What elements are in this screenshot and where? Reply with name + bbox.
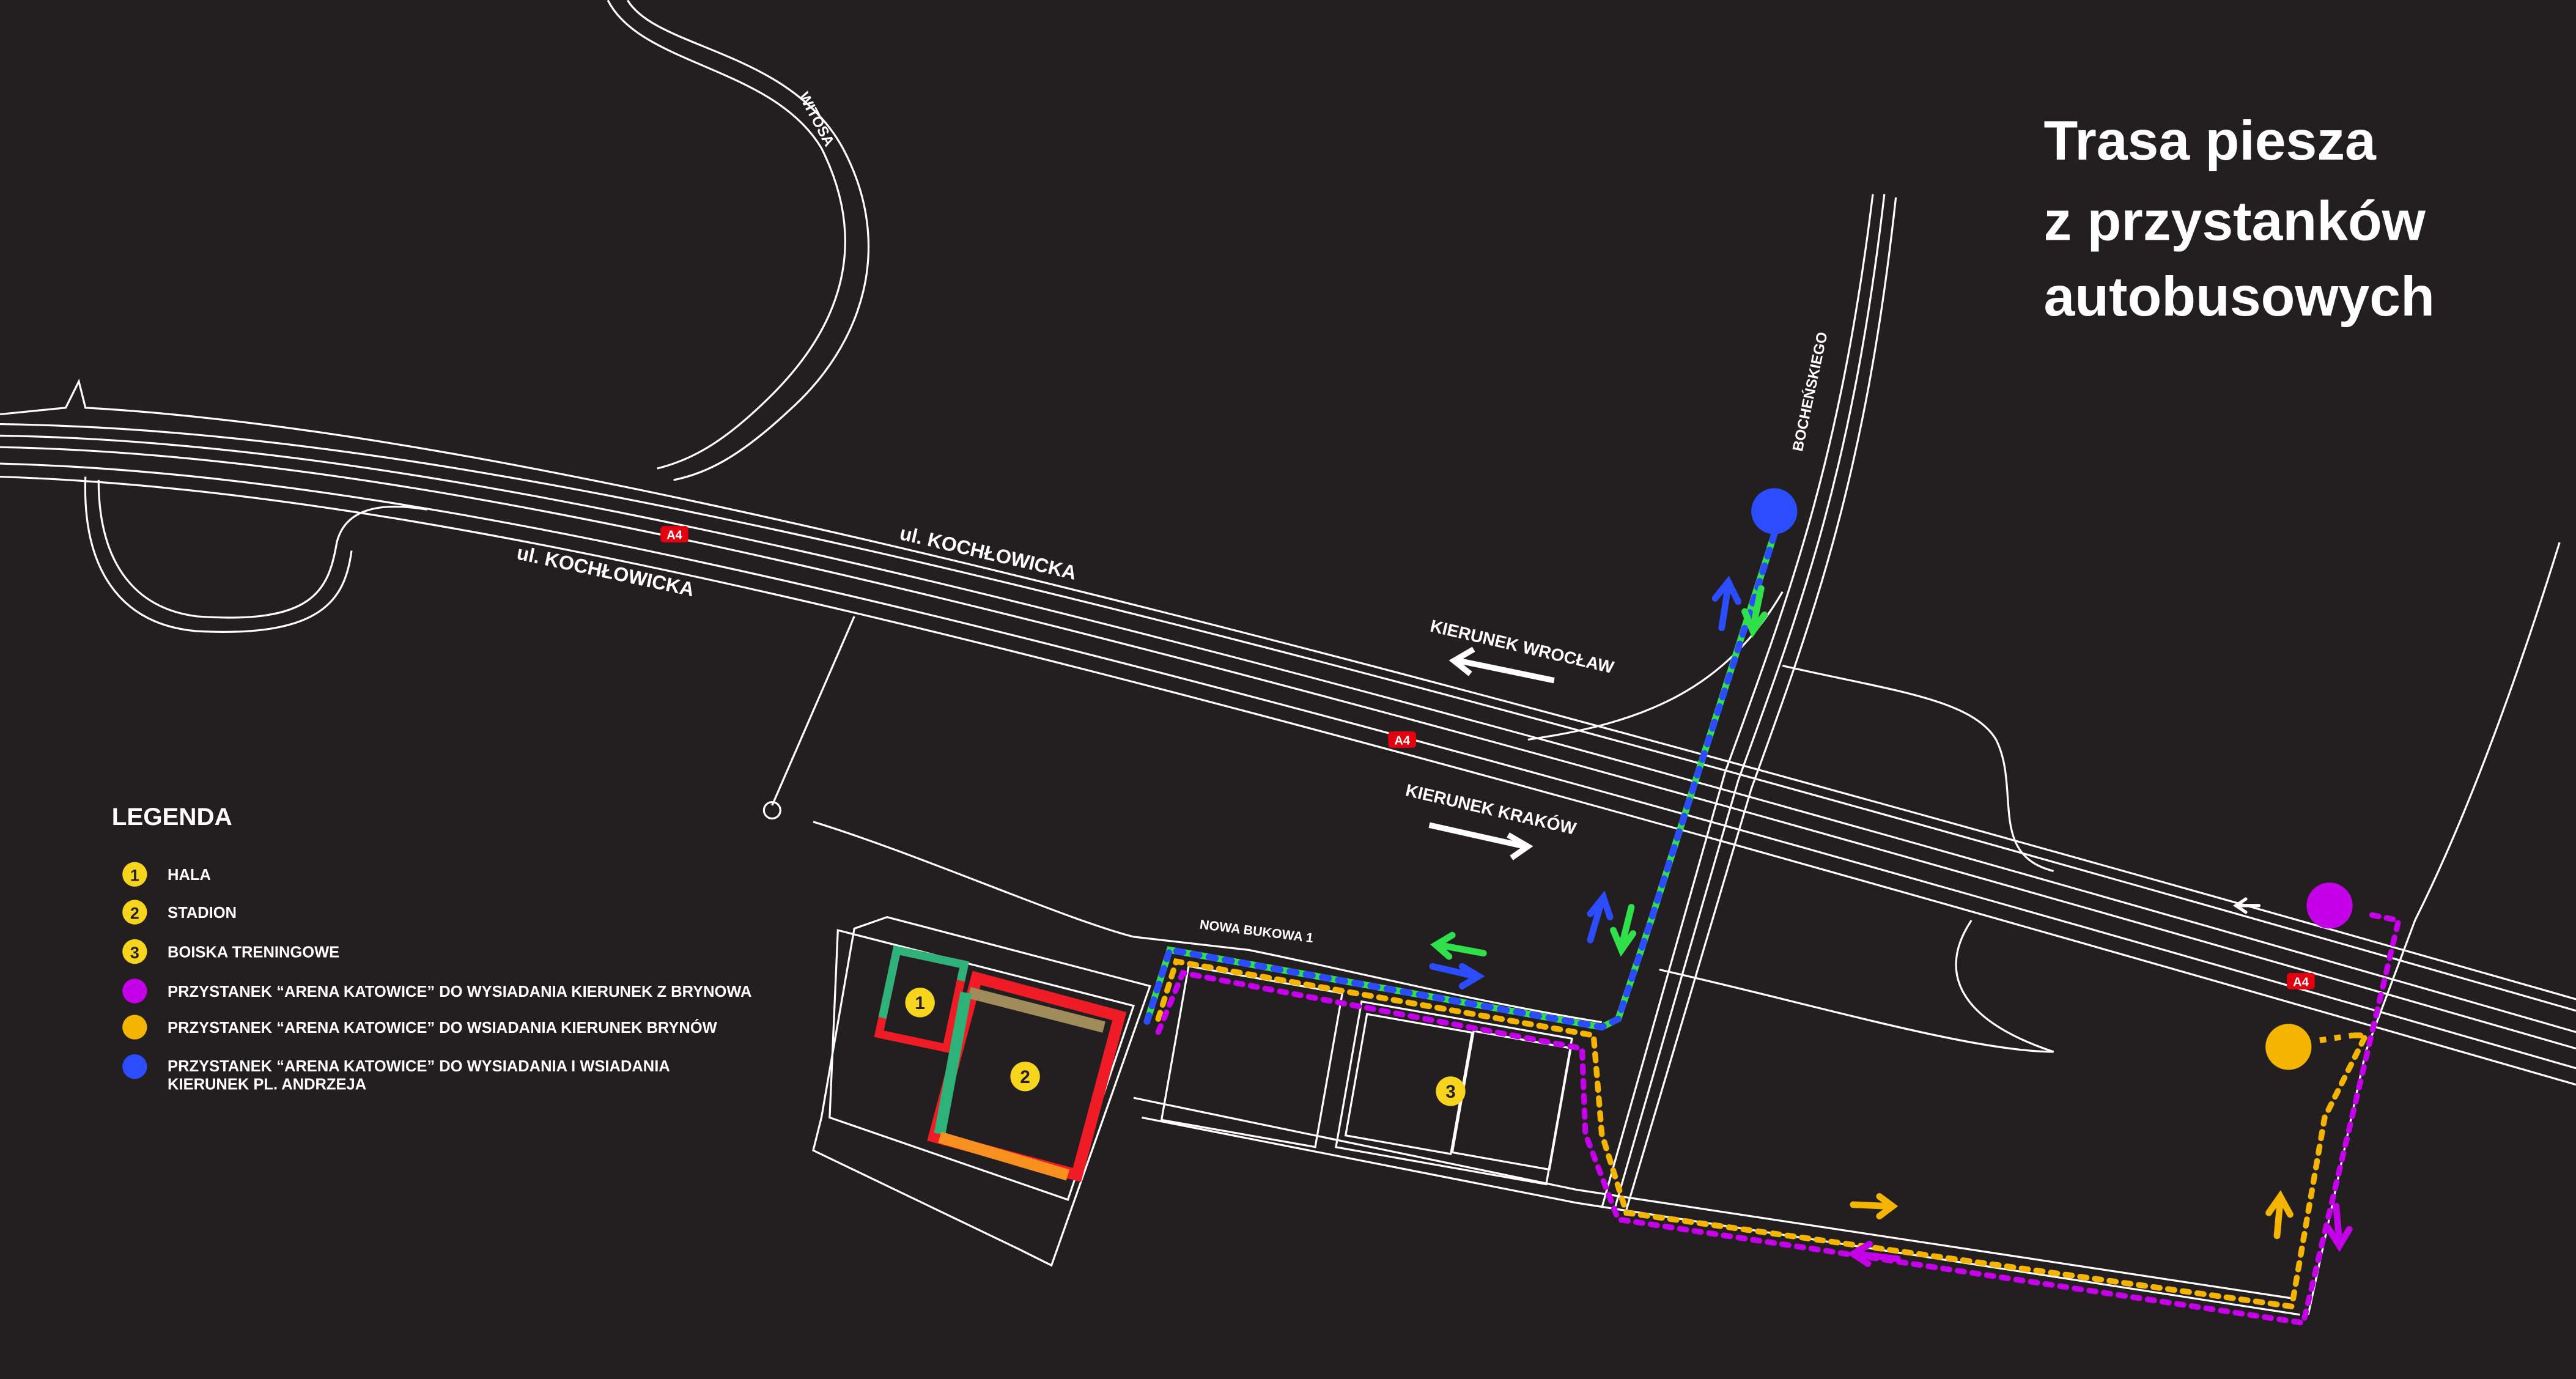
svg-text:PRZYSTANEK “ARENA KATOWICE” DO: PRZYSTANEK “ARENA KATOWICE” DO WSIADANIA… — [168, 1018, 718, 1037]
page-title: Trasa piesza z przystanków autobusowych — [2043, 109, 2434, 328]
svg-text:A4: A4 — [666, 529, 683, 542]
svg-text:PRZYSTANEK “ARENA KATOWICE” DO: PRZYSTANEK “ARENA KATOWICE” DO WYSIADANI… — [168, 1058, 670, 1075]
svg-text:HALA: HALA — [168, 867, 211, 884]
witosa-road — [607, 0, 870, 481]
svg-text:z przystanków: z przystanków — [2043, 190, 2426, 253]
legend-item-stadion: 2 STADION — [122, 900, 237, 925]
legend-item-hala: 1 HALA — [122, 862, 211, 887]
svg-text:Trasa piesza: Trasa piesza — [2043, 109, 2377, 172]
bochenskiego-road — [1527, 194, 2561, 1315]
arrow-wroclaw-icon — [1449, 646, 1555, 684]
legend-item-boiska: 3 BOISKA TRENINGOWE — [122, 939, 339, 964]
route-purple — [1155, 911, 2402, 1326]
svg-text:KIERUNEK PL. ANDRZEJA: KIERUNEK PL. ANDRZEJA — [168, 1076, 366, 1093]
svg-text:A4: A4 — [2293, 975, 2309, 989]
street-label-bochenskiego: BOCHEŃSKIEGO — [1789, 330, 1831, 453]
svg-text:STADION: STADION — [168, 904, 237, 922]
svg-text:BOISKA TRENINGOWE: BOISKA TRENINGOWE — [168, 944, 339, 961]
hall-venue — [874, 945, 970, 1054]
route-blue-green — [1143, 531, 1778, 1031]
legend-item-blue-stop: PRZYSTANEK “ARENA KATOWICE” DO WYSIADANI… — [122, 1054, 670, 1093]
bus-stop-purple[interactable] — [2306, 882, 2353, 929]
svg-text:3: 3 — [1445, 1082, 1455, 1102]
direction-wroclaw: KIERUNEK WROCŁAW — [1428, 616, 1616, 677]
street-label-nowa-bukowa: NOWA BUKOWA 1 — [1199, 917, 1315, 946]
stadium-venue — [927, 970, 1127, 1182]
svg-text:autobusowych: autobusowych — [2043, 265, 2434, 328]
svg-text:PRZYSTANEK “ARENA KATOWICE” DO: PRZYSTANEK “ARENA KATOWICE” DO WYSIADANI… — [168, 983, 751, 1000]
a4-badge: A4 — [1388, 731, 1417, 748]
a4-badge: A4 — [660, 526, 688, 543]
svg-text:1: 1 — [130, 867, 139, 885]
bus-stop-blue[interactable] — [1751, 488, 1798, 534]
marker-fields: 3 — [1436, 1076, 1466, 1106]
svg-text:2: 2 — [1020, 1067, 1030, 1087]
route-orange — [1155, 958, 2371, 1310]
a4-badge: A4 — [2287, 972, 2315, 989]
svg-text:1: 1 — [915, 993, 924, 1013]
motorway-a4 — [0, 379, 2576, 1086]
marker-hall: 1 — [905, 988, 935, 1018]
svg-text:3: 3 — [130, 944, 139, 962]
marker-stadium: 2 — [1010, 1062, 1040, 1092]
legend-item-purple-stop: PRZYSTANEK “ARENA KATOWICE” DO WYSIADANI… — [122, 978, 751, 1004]
svg-text:A4: A4 — [1394, 734, 1411, 748]
legend: LEGENDA 1 HALA 2 STADION 3 BOISKA TRENINGOW… — [112, 803, 752, 1093]
bus-stop-orange[interactable] — [2265, 1024, 2312, 1070]
local-roads — [762, 616, 2300, 1316]
legend-item-orange-stop: PRZYSTANEK “ARENA KATOWICE” DO WSIADANIA… — [122, 1015, 718, 1040]
route-arrows — [1429, 575, 2353, 1267]
direction-krakow: KIERUNEK KRAKÓW — [1404, 780, 1578, 838]
arrow-krakow-icon — [1428, 822, 1533, 860]
legend-heading: LEGENDA — [112, 803, 232, 830]
svg-text:2: 2 — [130, 904, 139, 922]
